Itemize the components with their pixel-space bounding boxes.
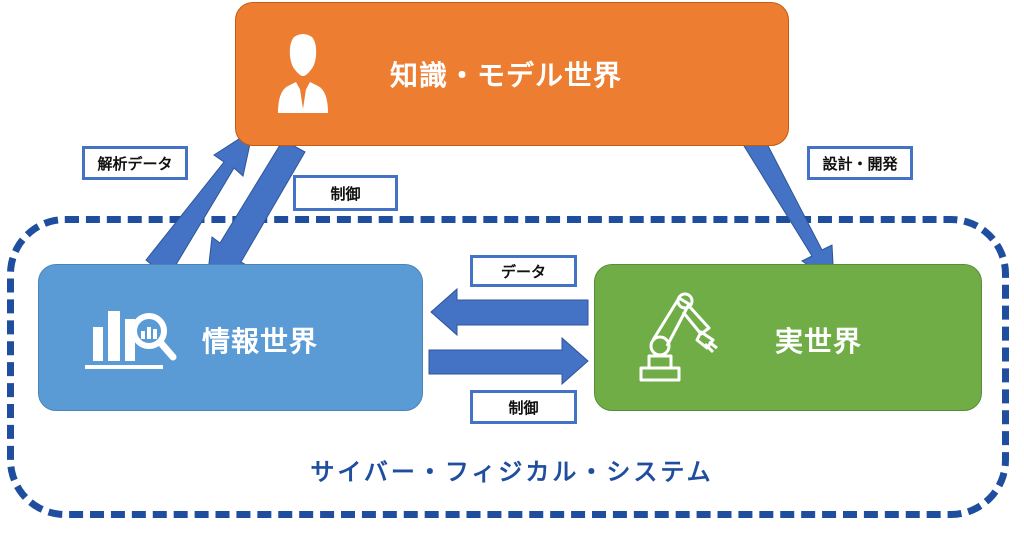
label-control-right: 制御: [470, 390, 577, 424]
cyber-physical-system-boundary: [7, 216, 1009, 518]
knowledge-model-world-node: 知識・モデル世界: [235, 2, 789, 146]
label-data: データ: [470, 255, 577, 287]
label-design-development: 設計・開発: [807, 146, 913, 180]
label-analysis-data: 解析データ: [82, 146, 188, 180]
information-world-label: 情報世界: [202, 325, 319, 358]
cyber-physical-system-label: サイバー・フィジカル・システム: [310, 458, 714, 486]
real-world-label: 実世界: [775, 325, 863, 358]
robot-arm-icon: [639, 292, 718, 382]
knowledge-model-world-label: 知識・モデル世界: [390, 59, 623, 92]
person-icon: [278, 34, 328, 113]
label-control-down: 制御: [293, 175, 398, 211]
real-world-node: 実世界: [594, 264, 982, 411]
information-world-node: 情報世界: [38, 264, 423, 411]
data-analysis-icon: [85, 311, 177, 369]
